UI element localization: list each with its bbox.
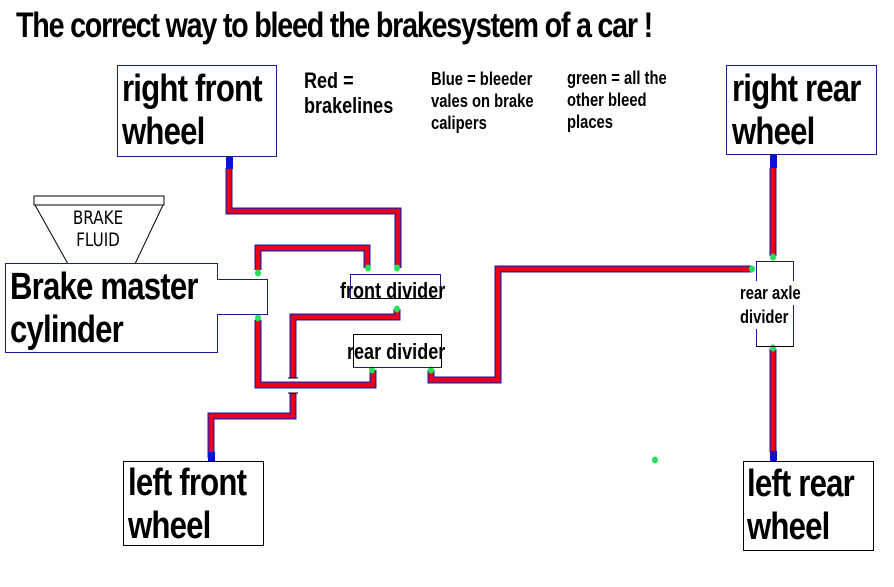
brakeline-crossover-to-left-front-outline [207,393,297,458]
master-cylinder-box: Brake master cylinder [5,263,218,353]
left-rear-wheel-label-line2: wheel [747,506,830,548]
bleed-point-stray [652,456,658,464]
bleed-point-rear-divider-right [428,366,434,374]
reservoir-left-side [34,204,69,265]
brakeline-front-divider-to-crossover [290,309,400,378]
right-front-wheel-label-line2: wheel [122,111,205,153]
front-divider [350,274,441,299]
brakeline-master-to-front-divider-outline [254,244,371,270]
reservoir-cap [33,195,165,206]
master-cylinder-label-line1: Brake master [10,266,198,308]
right-rear-wheel-box: right rear wheel [726,65,877,155]
left-front-wheel-label-line2: wheel [128,505,211,547]
bleed-point-front-divider-bottom [394,305,400,313]
bleeder-valve-left-rear [770,451,777,461]
bleed-point-rear-axle-top [770,253,776,261]
brakeline-master-to-rear-divider [255,320,376,388]
right-rear-wheel-label-line2: wheel [732,111,815,153]
bleed-point-front-divider-right [394,264,400,272]
bleeder-valve-left-front [208,452,215,461]
rear-divider-label: rear divider [347,339,446,364]
right-front-wheel-label-line1: right front [122,68,263,110]
bleed-point-front-divider-left [365,264,371,272]
right-front-wheel-box: right front wheel [117,65,277,157]
rear-axle-divider-label: rear axle divider [740,281,801,329]
master-cylinder-outlet [217,279,268,315]
brakeline-rear-divider-to-rear-axle-outline [427,265,752,384]
brakeline-right-front-outline [225,168,402,268]
bleed-point-master-top [255,269,261,277]
left-front-wheel-label-line1: left front [128,462,247,504]
left-front-wheel-box: left front wheel [123,461,264,547]
legend-red: Red = brakelines [304,68,394,118]
bleeder-valve-right-rear [770,155,777,168]
front-divider-label: front divider [340,278,446,303]
left-rear-wheel-box: left rear wheel [743,461,874,551]
brakeline-crossover-to-left-front [208,393,296,458]
brakeline-right-front [226,168,401,268]
rear-divider [353,334,442,368]
bleed-point-rear-axle-left [749,265,755,273]
page-title: The correct way to bleed the brakesystem… [16,6,653,45]
reservoir-label: BRAKE FLUID [72,207,124,251]
bleed-point-master-bottom [255,314,261,322]
right-rear-wheel-label-line1: right rear [732,68,861,110]
left-rear-wheel-label-line1: left rear [747,463,855,505]
reservoir-right-side [134,204,164,265]
legend-blue: Blue = bleeder vales on brake calipers [431,69,534,133]
bleed-point-rear-divider-left [369,366,375,374]
brakeline-master-to-front-divider [255,245,370,270]
master-cylinder-label-line2: cylinder [10,309,124,351]
legend-green: green = all the other bleed places [567,68,667,132]
bleeder-valve-right-front [226,157,233,169]
brakeline-rear-divider-to-rear-axle [428,266,752,383]
